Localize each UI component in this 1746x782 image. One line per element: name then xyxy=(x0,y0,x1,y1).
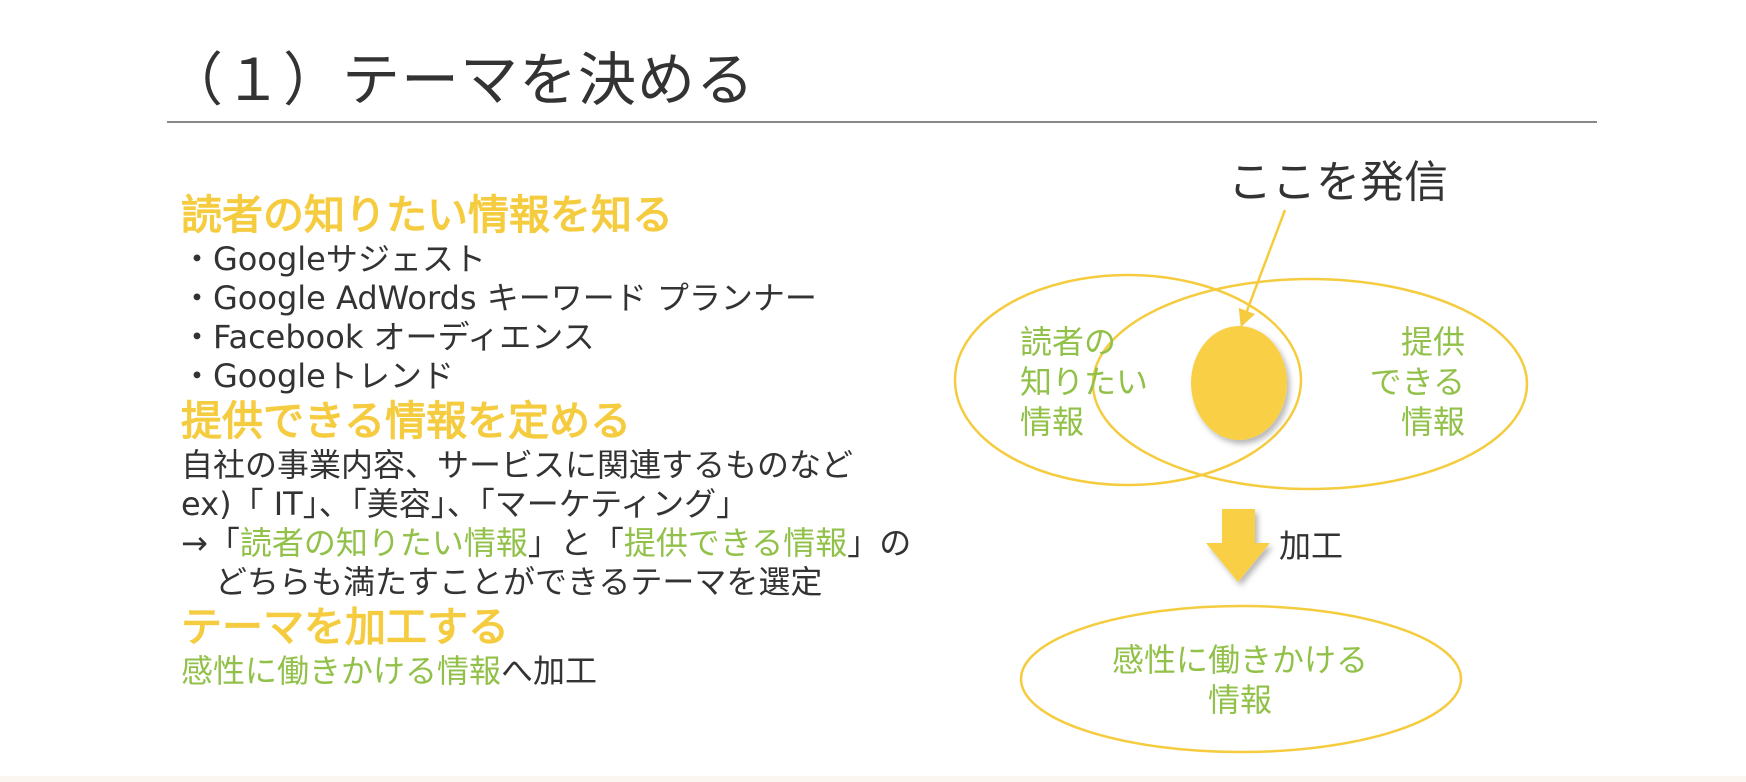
process-label: 加工 xyxy=(1279,527,1344,565)
label-line: 情報 xyxy=(1400,403,1465,441)
list-item: ・Facebook オーディエンス xyxy=(181,318,595,356)
list-item: ・Googleサジェスト xyxy=(181,240,486,278)
label-line: できる xyxy=(1369,363,1465,401)
reader-circle xyxy=(953,273,1303,487)
list-item: ・Googleトレンド xyxy=(181,357,454,395)
section-heading-reader-info: 読者の知りたい情報を知る xyxy=(181,191,673,239)
green-phrase-reader-info: 読者の知りたい情報 xyxy=(239,524,528,562)
label-line: 情報 xyxy=(1020,403,1085,441)
body-line: 自社の事業内容、サービスに関連するものなど xyxy=(181,446,854,484)
list-item: ・Google AdWords キーワード プランナー xyxy=(181,279,817,317)
label-line: 提供 xyxy=(1400,323,1465,361)
text-prefix: →「 xyxy=(181,524,240,562)
label-line: 知りたい xyxy=(1020,363,1149,401)
section-heading-provide-info: 提供できる情報を定める xyxy=(181,397,632,445)
callout-arrow xyxy=(1238,209,1287,328)
text-rest: へ加工 xyxy=(501,652,598,690)
text-middle: 」と「 xyxy=(527,524,624,562)
body-line: ex)「 IT」、「美容」、「マーケティング」 xyxy=(181,485,749,523)
title-divider xyxy=(167,121,1597,123)
slide-title: （１）テーマを決める xyxy=(165,46,756,114)
text-suffix: 」の xyxy=(847,524,912,562)
green-phrase-emotional-info: 感性に働きかける情報 xyxy=(181,652,502,690)
body-line-mixed: 感性に働きかける情報へ加工 xyxy=(181,652,961,691)
reader-circle-label: 読者の 知りたい 情報 xyxy=(1020,322,1148,442)
body-line: どちらも満たすことができるテーマを選定 xyxy=(215,563,823,601)
section-heading-process-theme: テーマを加工する xyxy=(181,603,509,651)
green-phrase-provide-info: 提供できる情報 xyxy=(623,524,848,562)
bottom-band xyxy=(0,776,1746,782)
result-ellipse xyxy=(1019,604,1463,754)
label-line: 情報 xyxy=(1207,681,1272,719)
left-content: 読者の知りたい情報を知る ・Googleサジェスト ・Google AdWord… xyxy=(181,190,961,691)
down-arrow-icon xyxy=(1206,509,1270,582)
body-line-mixed: →「読者の知りたい情報」と「提供できる情報」の xyxy=(181,524,961,563)
result-ellipse-label: 感性に働きかける 情報 xyxy=(1040,640,1440,720)
provider-circle xyxy=(1091,277,1529,491)
callout-label: ここを発信 xyxy=(1228,157,1448,208)
overlap-highlight xyxy=(1191,326,1287,440)
provider-circle-label: 提供 できる 情報 xyxy=(1350,322,1465,442)
label-line: 感性に働きかける xyxy=(1111,641,1368,679)
label-line: 読者の xyxy=(1020,323,1117,361)
